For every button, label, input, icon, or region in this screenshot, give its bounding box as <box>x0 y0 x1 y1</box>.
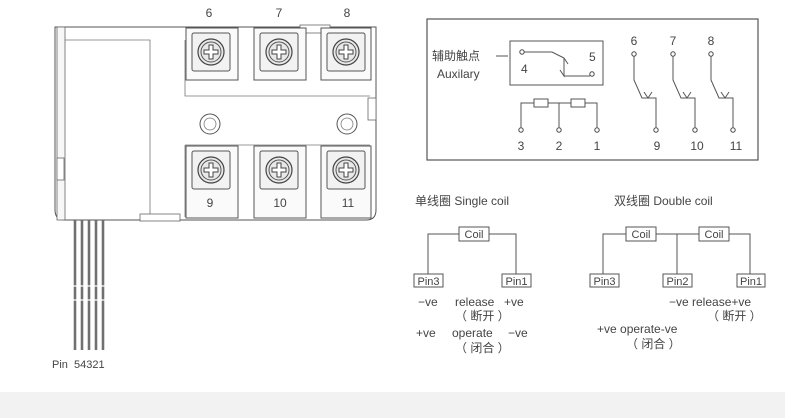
terminal-label-8: 8 <box>344 6 351 20</box>
double-release-label: −ve release+ve <box>669 295 751 309</box>
single-pin3: Pin3 <box>417 276 439 288</box>
double-coil-a-label: Coil <box>632 229 651 241</box>
single-release-label: release <box>455 295 495 309</box>
single-pin1: Pin1 <box>505 276 527 288</box>
double-pin1: Pin1 <box>740 276 762 288</box>
auxiliary-contact: 4 5 <box>509 40 604 86</box>
main-contacts: 6 7 8 9 10 11 <box>631 34 743 153</box>
single-operate-label: operate <box>452 326 493 340</box>
double-operate-label: +ve operate-ve <box>597 322 678 336</box>
screw-terminal-icon <box>326 32 366 72</box>
double-operate-cn: （ 闭合 ） <box>626 336 681 351</box>
terminal-label-7: 7 <box>276 6 283 20</box>
single-release-cn: （ 断开 ） <box>455 308 510 323</box>
contact-label-7: 7 <box>670 34 677 48</box>
single-coil-diagram: 单线圈 Single coil Coil Pin3 Pin1 −ve relea… <box>413 194 532 355</box>
single-operate-cn: （ 闭合 ） <box>455 340 510 355</box>
pin-numbers: 54321 <box>74 359 105 371</box>
single-release-right: +ve <box>504 295 524 309</box>
bottom-band <box>0 392 785 418</box>
wiring-schematic: 辅助触点 Auxilary 4 5 3 2 1 <box>426 18 759 161</box>
pin-label: Pin <box>52 359 68 371</box>
auxiliary-contact-en: Auxilary <box>437 67 480 81</box>
top-terminal-blocks <box>185 27 372 81</box>
double-release-cn: （ 断开 ） <box>707 308 762 323</box>
coil-diagram: 3 2 1 <box>518 98 601 153</box>
terminal-label-11: 11 <box>342 196 355 210</box>
coil-pin-1: 1 <box>594 139 601 153</box>
double-coil-b-label: Coil <box>705 229 724 241</box>
coil-pin-3: 3 <box>518 139 525 153</box>
aux-pin-5: 5 <box>589 50 596 64</box>
double-pin3: Pin3 <box>593 276 615 288</box>
terminal-label-6: 6 <box>206 6 213 20</box>
screw-terminal-icon <box>326 150 366 190</box>
lead-wires <box>72 220 106 350</box>
screw-terminal-icon <box>259 150 299 190</box>
auxiliary-contact-cn: 辅助触点 <box>432 49 480 63</box>
coil-pin-2: 2 <box>556 139 563 153</box>
contact-label-6: 6 <box>631 34 638 48</box>
screw-terminal-icon <box>259 32 299 72</box>
terminal-label-10: 10 <box>273 196 287 210</box>
bottom-terminal-blocks <box>185 145 372 219</box>
screw-terminal-icon <box>191 150 231 190</box>
aux-pin-4: 4 <box>521 62 528 76</box>
screw-terminal-icon <box>191 32 231 72</box>
contact-label-10: 10 <box>690 139 704 153</box>
contact-label-9: 9 <box>654 139 661 153</box>
double-pin2: Pin2 <box>666 276 688 288</box>
contact-label-8: 8 <box>708 34 715 48</box>
double-coil-diagram: 双线圈 Double coil Coil Coil Pin3 Pin2 Pin1… <box>589 194 766 351</box>
relay-device: 6 7 8 9 10 11 Pin 54321 <box>52 6 377 371</box>
single-operate-right: −ve <box>508 326 528 340</box>
contact-label-11: 11 <box>730 139 743 153</box>
double-coil-title: 双线圈 Double coil <box>614 194 713 208</box>
mounting-holes <box>199 113 358 135</box>
single-operate-left: +ve <box>416 326 436 340</box>
single-release-left: −ve <box>418 295 438 309</box>
terminal-label-9: 9 <box>207 196 214 210</box>
single-coil-label: Coil <box>465 229 484 241</box>
single-coil-title: 单线圈 Single coil <box>415 194 509 208</box>
